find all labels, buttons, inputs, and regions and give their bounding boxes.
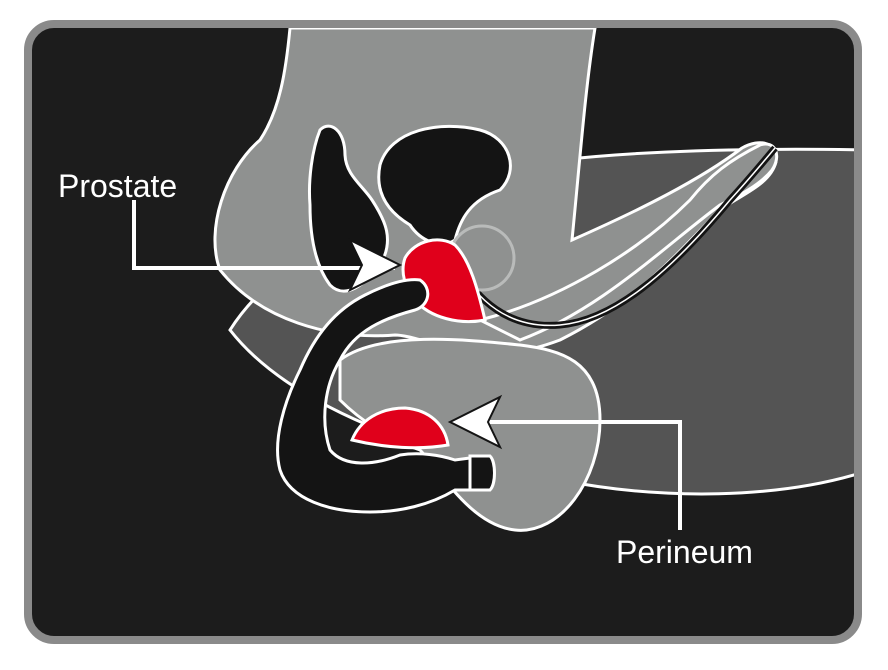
prostate-label: Prostate bbox=[58, 168, 178, 204]
perineum-label: Perineum bbox=[616, 534, 753, 570]
prostate-arrow-line bbox=[132, 200, 395, 270]
scrotum-shape bbox=[338, 337, 602, 532]
perineum-arrow-head bbox=[447, 394, 503, 450]
massager-device bbox=[276, 278, 474, 514]
perineum-arrow-line bbox=[458, 420, 682, 530]
perineum-area bbox=[349, 406, 450, 450]
massager-cap bbox=[468, 454, 496, 492]
prostate-arrow-head bbox=[347, 237, 403, 293]
bladder-shape bbox=[377, 124, 512, 246]
